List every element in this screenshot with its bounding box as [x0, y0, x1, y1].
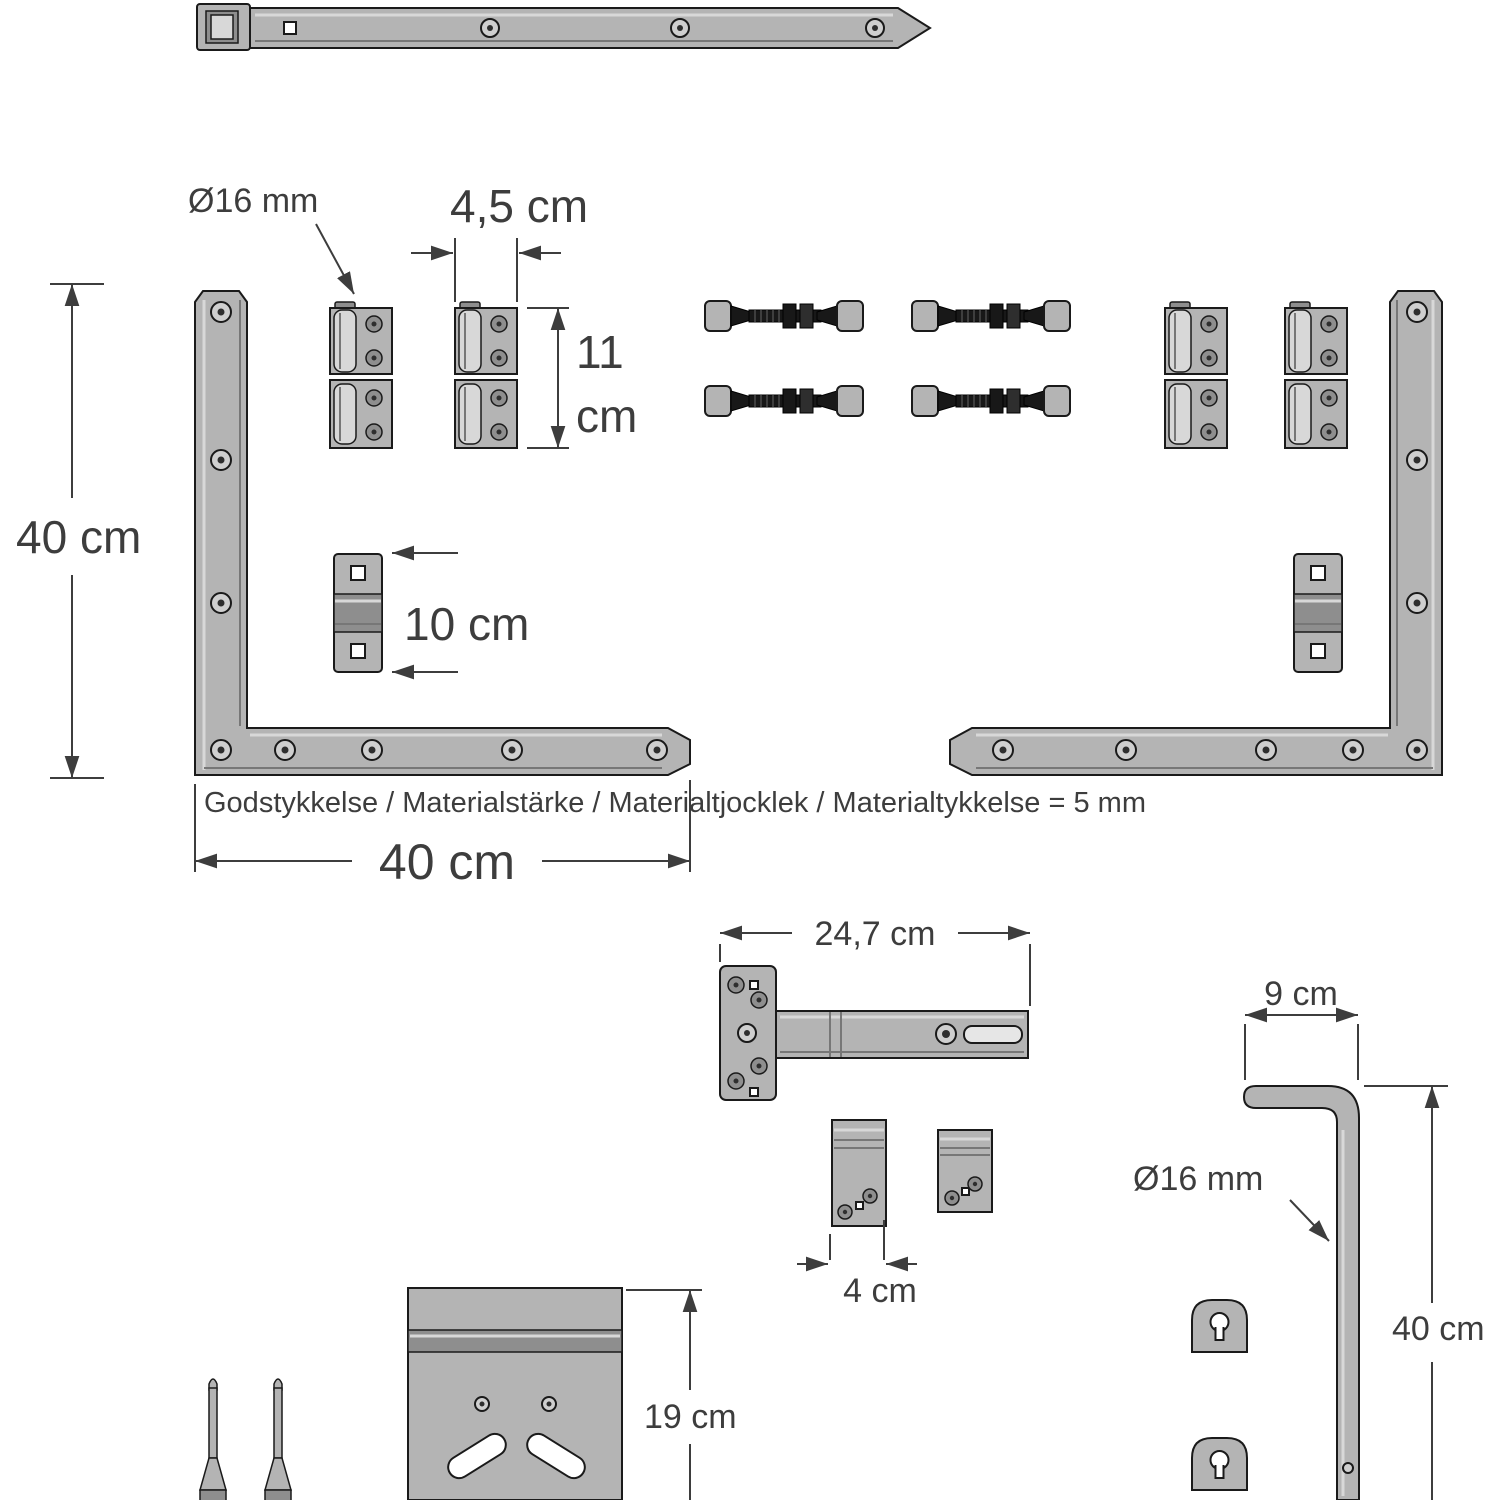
- screw-hole: [1255, 739, 1277, 761]
- screw: [837, 1204, 853, 1220]
- bolt-assembly-1: [704, 300, 864, 332]
- dim-label: 4 cm: [843, 1272, 917, 1310]
- latch-bracket-right: [937, 1129, 993, 1213]
- dim-keeper-length: 10 cm: [392, 545, 529, 680]
- screw: [944, 1190, 960, 1206]
- dim-rod-dia: Ø16 mm: [1133, 1160, 1330, 1242]
- screw-hole: [1115, 739, 1137, 761]
- dim-label: 40 cm: [16, 511, 141, 563]
- oblong-slot: [447, 1432, 507, 1480]
- screw-hole: [865, 18, 885, 38]
- drop-bolt: [1242, 1085, 1360, 1500]
- screw-hole: [210, 301, 232, 323]
- dim-rod-length: 40 cm: [1364, 1085, 1485, 1500]
- screw-hole: [1406, 449, 1428, 471]
- square-hole: [283, 21, 297, 35]
- bolt-assembly-2: [911, 300, 1071, 332]
- dim-plate-height: 19 cm: [626, 1289, 737, 1500]
- bolt-assembly-4: [911, 385, 1071, 417]
- screw-hole: [992, 739, 1014, 761]
- dim-label: 24,7 cm: [815, 915, 936, 953]
- dim-latch-width: 4 cm: [797, 1220, 917, 1310]
- pin-left: [199, 1378, 227, 1500]
- dim-label: 40 cm: [379, 834, 515, 890]
- dim-hole-dia-top: Ø16 mm: [188, 182, 355, 295]
- t-hinge: [719, 965, 1029, 1101]
- keeper-bracket-right: [1292, 552, 1344, 674]
- hinge-pair-2: [454, 301, 518, 449]
- screw: [967, 1176, 983, 1192]
- keeper-bracket-left: [332, 552, 384, 674]
- screw: [750, 1057, 768, 1075]
- screw-hole: [670, 18, 690, 38]
- top-strap-hinge: [196, 3, 932, 51]
- screw-hole: [501, 739, 523, 761]
- dim-bracket-height: 40 cm: [16, 283, 141, 779]
- dim-label: 9 cm: [1264, 975, 1338, 1013]
- material-note: Godstykkelse / Materialstärke / Material…: [204, 787, 1146, 819]
- dim-hinge-height: 11 cm: [527, 307, 637, 449]
- dim-handle-offset: 9 cm: [1244, 975, 1359, 1080]
- screw: [862, 1188, 878, 1204]
- dim-label: 40 cm: [1392, 1310, 1485, 1348]
- keyhole-guide-2: [1191, 1437, 1248, 1491]
- mounting-plate: [407, 1287, 623, 1500]
- dim-label: 11: [576, 326, 624, 378]
- screw-hole: [210, 739, 232, 761]
- screw-hole: [480, 18, 500, 38]
- screw-hole: [361, 739, 383, 761]
- latch-bracket-left: [831, 1119, 887, 1227]
- dim-label: cm: [576, 390, 637, 442]
- screw: [750, 991, 768, 1009]
- screw: [727, 1072, 745, 1090]
- oblong-slot: [526, 1432, 586, 1480]
- dim-t-hinge-length: 24,7 cm: [719, 915, 1031, 1006]
- dim-hinge-width: 4,5 cm: [411, 180, 588, 302]
- dim-label: 4,5 cm: [450, 180, 588, 232]
- pin-hole: [1342, 1462, 1354, 1474]
- screw-hole: [274, 739, 296, 761]
- hinge-pair-4: [1284, 301, 1348, 449]
- dim-label: Ø16 mm: [1133, 1160, 1263, 1198]
- screw-hole: [474, 1396, 490, 1412]
- screw-hole: [1406, 739, 1428, 761]
- screw-hole: [1406, 592, 1428, 614]
- dim-label: 19 cm: [644, 1398, 737, 1436]
- dim-bracket-width: 40 cm: [194, 780, 691, 890]
- screw-hole: [646, 739, 668, 761]
- bolt-assembly-3: [704, 385, 864, 417]
- right-angle-bracket: [949, 290, 1443, 776]
- dim-label: Ø16 mm: [188, 182, 318, 220]
- screw-hole: [210, 449, 232, 471]
- screw-hole: [210, 592, 232, 614]
- left-angle-bracket: [194, 290, 691, 776]
- pin-right: [264, 1378, 292, 1500]
- screw-hole: [1342, 739, 1364, 761]
- keyhole-guide-1: [1191, 1299, 1248, 1353]
- screw: [727, 976, 745, 994]
- handle-slot: [963, 1025, 1023, 1044]
- hinge-pair-3: [1164, 301, 1228, 449]
- screw-hole: [1406, 301, 1428, 323]
- screw-hole: [541, 1396, 557, 1412]
- hinge-pair-1: [329, 301, 393, 449]
- dim-label: 10 cm: [404, 598, 529, 650]
